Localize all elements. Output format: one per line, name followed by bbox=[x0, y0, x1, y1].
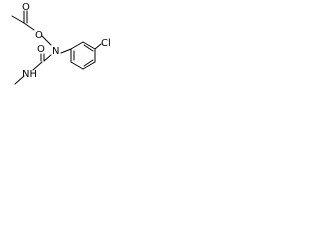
bond-ring-cl bbox=[94, 43, 102, 50]
ring-bond-1 bbox=[70, 41, 84, 50]
bond-urea-nh bbox=[32, 61, 43, 71]
bond-ester-o-n bbox=[41, 35, 52, 46]
atom-nh-group: NH bbox=[22, 69, 37, 80]
structure-canvas: O O N O NH Cl bbox=[0, 0, 118, 98]
atom-urea-oxygen: O bbox=[37, 44, 45, 55]
bond-n-aryl bbox=[60, 48, 72, 54]
ring-inner-double-2 bbox=[83, 59, 94, 67]
ring-bond-4 bbox=[82, 61, 96, 70]
bond-carbonyl-ester-o bbox=[23, 22, 35, 31]
atom-carbonyl-oxygen: O bbox=[22, 2, 30, 13]
bond-n-urea-c bbox=[43, 54, 52, 62]
atom-ester-oxygen: O bbox=[35, 30, 43, 41]
molecule-diagram: O O N O NH Cl bbox=[11, 2, 111, 85]
ring-bond-5 bbox=[70, 61, 84, 70]
atom-chlorine: Cl bbox=[101, 38, 111, 49]
atom-labels: O O N O NH Cl bbox=[22, 2, 111, 80]
bonds bbox=[11, 10, 102, 85]
bond-methyl-carbonyl bbox=[11, 15, 25, 24]
bond-nh-methyl bbox=[14, 75, 25, 85]
ring-bond-2 bbox=[82, 41, 96, 50]
atom-nitrogen: N bbox=[52, 46, 59, 57]
ring-inner-double-1 bbox=[83, 44, 94, 52]
